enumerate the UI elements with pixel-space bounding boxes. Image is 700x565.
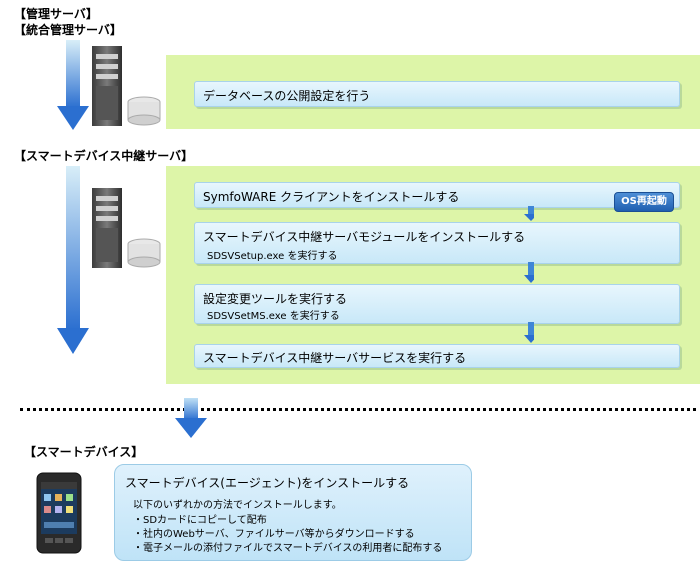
step-install-relay-module: スマートデバイス中継サーバモジュールをインストールする SDSVSetup.ex… <box>194 222 680 264</box>
step-label: SymfoWARE クライアントをインストールする <box>203 190 460 204</box>
down-arrow-icon <box>524 262 534 283</box>
integrated-mgmt-server-header: 【統合管理サーバ】 <box>14 23 122 37</box>
smart-device-header: 【スマートデバイス】 <box>24 445 144 459</box>
relay-server-header: 【スマートデバイス中継サーバ】 <box>14 149 194 163</box>
install-method-item: ・社内のWebサーバ、ファイルサーバ等からダウンロードする <box>133 529 415 540</box>
smartphone-icon <box>36 472 82 554</box>
server-icon <box>92 188 161 268</box>
down-arrow-icon <box>175 398 207 438</box>
step-label: スマートデバイス中継サーバサービスを実行する <box>203 351 467 365</box>
step-label: スマートデバイス中継サーバモジュールをインストールする <box>203 230 526 244</box>
os-reboot-badge: OS再起動 <box>614 192 674 212</box>
flow-arrow-mgmt <box>57 40 89 130</box>
step-sub-label: SDSVSetMS.exe を実行する <box>207 311 340 322</box>
device-install-title: スマートデバイス(エージェント)をインストールする <box>125 476 410 490</box>
step-label: データベースの公開設定を行う <box>203 89 371 103</box>
server-icon <box>92 46 161 126</box>
device-install-intro: 以下のいずれかの方法でインストールします。 <box>133 500 342 511</box>
step-sub-label: SDSVSetup.exe を実行する <box>207 251 338 262</box>
step-run-relay-service: スマートデバイス中継サーバサービスを実行する <box>194 344 680 368</box>
step-run-config-tool: 設定変更ツールを実行する SDSVSetMS.exe を実行する <box>194 284 680 324</box>
install-method-item: ・SDカードにコピーして配布 <box>133 515 267 526</box>
step-db-public-settings: データベースの公開設定を行う <box>194 81 680 107</box>
flow-arrow-relay <box>57 166 89 354</box>
section-divider <box>20 408 696 411</box>
step-label: 設定変更ツールを実行する <box>203 292 348 306</box>
mgmt-server-header: 【管理サーバ】 <box>14 7 98 21</box>
smart-device-install-box: スマートデバイス(エージェント)をインストールする 以下のいずれかの方法でインス… <box>114 464 472 561</box>
install-method-item: ・電子メールの添付ファイルでスマートデバイスの利用者に配布する <box>133 543 443 554</box>
down-arrow-icon <box>524 206 534 221</box>
down-arrow-icon <box>524 322 534 343</box>
step-install-symfoware-client: SymfoWARE クライアントをインストールする <box>194 182 680 208</box>
